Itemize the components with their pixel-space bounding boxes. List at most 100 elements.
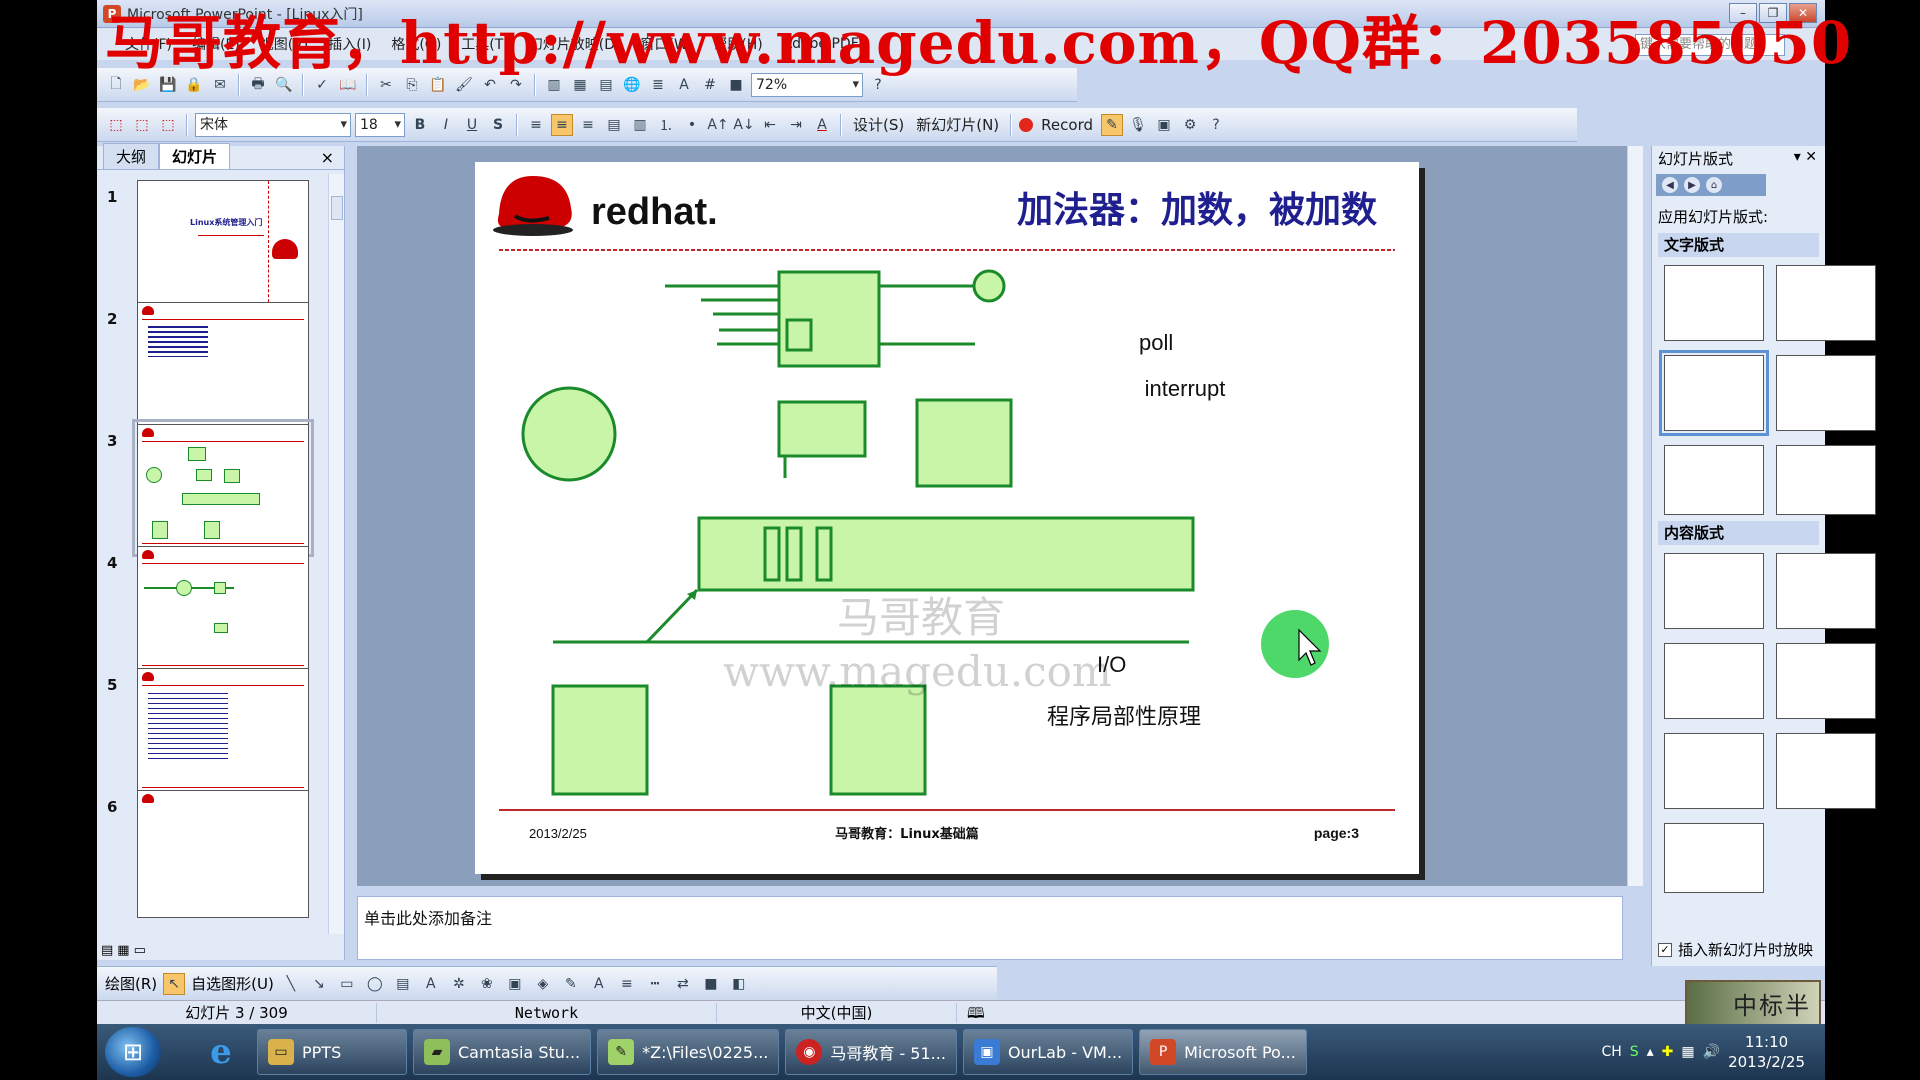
clipart-tool-icon[interactable]: ❀ xyxy=(480,975,493,992)
layout-title-content[interactable] xyxy=(1664,643,1764,719)
decrease-indent-icon[interactable]: ⇤ xyxy=(764,116,776,133)
network-icon[interactable]: ▦ xyxy=(1681,1044,1695,1060)
menu-format[interactable]: 格式(O) xyxy=(391,37,442,53)
thumbnail-scrollbar[interactable] xyxy=(328,174,344,934)
checkbox-icon[interactable]: ✓ xyxy=(1658,942,1672,957)
underline-button[interactable]: U xyxy=(466,116,478,133)
distribute-icon[interactable]: ▤ xyxy=(607,116,621,133)
layout-four-content[interactable] xyxy=(1664,733,1764,809)
layout-four-content-alt[interactable] xyxy=(1776,733,1876,809)
slide-thumbnail[interactable]: 2 xyxy=(97,302,327,432)
sogou-icon[interactable]: S xyxy=(1629,1044,1639,1060)
font-size-select[interactable]: 18 xyxy=(355,112,405,137)
pdf-email-icon[interactable]: ⬚ xyxy=(135,116,149,133)
design-button[interactable]: 设计(S) xyxy=(853,116,905,134)
taskbar-item-camtasia[interactable]: ▰ Camtasia Stu... xyxy=(413,1029,592,1075)
expand-all-icon[interactable]: ≣ xyxy=(652,76,664,93)
internet-explorer-icon[interactable]: e xyxy=(210,1032,232,1072)
pdf-review-icon[interactable]: ⬚ xyxy=(161,116,175,133)
increase-indent-icon[interactable]: ⇥ xyxy=(790,116,802,133)
tray-expand-icon[interactable]: ▴ xyxy=(1646,1044,1654,1060)
slide-thumbnail-selected[interactable]: 3 xyxy=(97,419,327,557)
camtasia-options-icon[interactable]: ⚙ xyxy=(1183,116,1197,133)
spelling-icon[interactable]: ✓ xyxy=(316,76,328,93)
tab-slides[interactable]: 幻灯片 xyxy=(159,143,231,169)
picture-tool-icon[interactable]: ▣ xyxy=(508,975,522,992)
slide-thumbnail[interactable]: 6 xyxy=(97,790,327,920)
dash-style-icon[interactable]: ┅ xyxy=(650,975,660,992)
normal-view-icon[interactable]: ▤ xyxy=(101,942,114,958)
autoshapes-menu[interactable]: 自选图形(U) xyxy=(191,975,274,993)
menu-slideshow[interactable]: 幻灯片放映(D) xyxy=(528,37,621,53)
tab-outline[interactable]: 大纲 xyxy=(103,143,160,169)
print-icon[interactable]: 🖶 xyxy=(251,75,265,92)
insert-table-icon[interactable]: ▦ xyxy=(573,76,587,93)
color-grayscale-icon[interactable]: ■ xyxy=(729,76,743,93)
layout-vertical-title[interactable] xyxy=(1776,445,1876,515)
align-right-icon[interactable]: ≡ xyxy=(582,116,594,133)
menu-insert[interactable]: 插入(I) xyxy=(328,37,372,53)
undo-icon[interactable]: ↶ xyxy=(484,76,496,93)
layout-title-only[interactable] xyxy=(1776,265,1876,341)
insert-chart-icon[interactable]: ▥ xyxy=(547,76,561,93)
taskbar-item-powerpoint[interactable]: P Microsoft Po... xyxy=(1139,1029,1307,1075)
bullets-icon[interactable]: • xyxy=(687,116,697,133)
print-preview-icon[interactable]: 🔍 xyxy=(275,76,293,93)
3d-style-icon[interactable]: ◧ xyxy=(732,975,746,992)
forward-icon[interactable]: ▶ xyxy=(1684,177,1700,193)
close-button[interactable]: ✕ xyxy=(1789,3,1817,23)
layout-title-slide[interactable] xyxy=(1664,265,1764,341)
pdf-convert-icon[interactable]: ⬚ xyxy=(109,116,123,133)
bold-button[interactable]: B xyxy=(414,116,426,133)
slide-thumbnail[interactable]: 4 xyxy=(97,546,327,676)
line-tool-icon[interactable]: ╲ xyxy=(286,975,296,992)
redo-icon[interactable]: ↷ xyxy=(510,76,522,93)
shadow-button[interactable]: S xyxy=(492,116,504,133)
align-left-icon[interactable]: ≡ xyxy=(530,116,542,133)
insert-hyperlink-icon[interactable]: 🌐 xyxy=(623,76,641,93)
scroll-thumb[interactable] xyxy=(331,196,343,220)
taskbar-item-notepad[interactable]: ✎ *Z:\Files\0225... xyxy=(597,1029,780,1075)
email-icon[interactable]: ✉ xyxy=(214,76,226,93)
start-button[interactable]: ⊞ xyxy=(105,1027,161,1077)
arrow-style-icon[interactable]: ⇄ xyxy=(676,975,689,992)
wordart-tool-icon[interactable]: A xyxy=(426,975,436,992)
layout-two-column[interactable] xyxy=(1776,355,1876,431)
taskbar-item-vmware[interactable]: ▣ OurLab - VM... xyxy=(962,1029,1134,1075)
fill-color-icon[interactable]: ◈ xyxy=(537,975,549,992)
help-search-input[interactable]: 键入需要帮助的问题 xyxy=(1635,34,1785,56)
camtasia-help-icon[interactable]: ? xyxy=(1212,116,1220,133)
new-slide-button[interactable]: 新幻灯片(N) xyxy=(916,116,1000,134)
home-icon[interactable]: ⌂ xyxy=(1706,177,1722,193)
diagram-tool-icon[interactable]: ✲ xyxy=(452,975,465,992)
increase-font-icon[interactable]: A↑ xyxy=(707,116,729,133)
sorter-view-icon[interactable]: ▦ xyxy=(117,942,130,958)
menu-file[interactable]: 文件(F) xyxy=(125,37,172,53)
record-button[interactable]: Record xyxy=(1041,115,1093,134)
camtasia-record-icon[interactable]: ✎ xyxy=(1101,113,1123,136)
show-formatting-icon[interactable]: A xyxy=(679,76,689,93)
ime-indicator[interactable]: CH xyxy=(1601,1044,1622,1060)
slide-scrollbar[interactable] xyxy=(1627,146,1643,886)
volume-icon[interactable]: 🔊 xyxy=(1702,1044,1721,1060)
arrow-tool-icon[interactable]: ↘ xyxy=(312,975,325,992)
new-icon[interactable]: 🗋 xyxy=(110,75,122,92)
help-icon[interactable]: ? xyxy=(874,76,882,93)
zoom-select[interactable]: 72% xyxy=(751,72,863,97)
close-icon[interactable]: × xyxy=(320,148,334,167)
line-color-icon[interactable]: ✎ xyxy=(564,975,577,992)
draw-menu[interactable]: 绘图(R) xyxy=(105,975,158,993)
font-color-icon[interactable]: A xyxy=(817,116,827,133)
paste-icon[interactable]: 📋 xyxy=(429,76,447,93)
columns-icon[interactable]: ▥ xyxy=(633,116,647,133)
menu-adobe-pdf[interactable]: Adobe PDF xyxy=(782,36,859,52)
taskbar-item-ppts[interactable]: ▭ PPTS xyxy=(257,1029,407,1075)
slideshow-view-icon[interactable]: ▭ xyxy=(133,942,146,958)
layout-content-grid[interactable] xyxy=(1664,823,1764,893)
menu-edit[interactable]: 编辑(E) xyxy=(191,37,240,53)
format-painter-icon[interactable]: 🖌 xyxy=(455,76,473,93)
layout-two-content[interactable] xyxy=(1776,643,1876,719)
line-style-icon[interactable]: ≡ xyxy=(620,975,633,992)
notes-pane[interactable]: 单击此处添加备注 xyxy=(357,896,1623,960)
select-pointer-icon[interactable]: ↖ xyxy=(163,972,186,995)
